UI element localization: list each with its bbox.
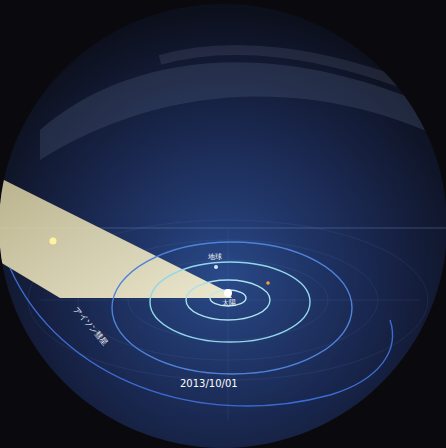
date-stamp: 2013/10/01 [180, 378, 238, 389]
planet-name: 地球 [208, 254, 222, 262]
star-name: 太陽 [222, 300, 236, 308]
